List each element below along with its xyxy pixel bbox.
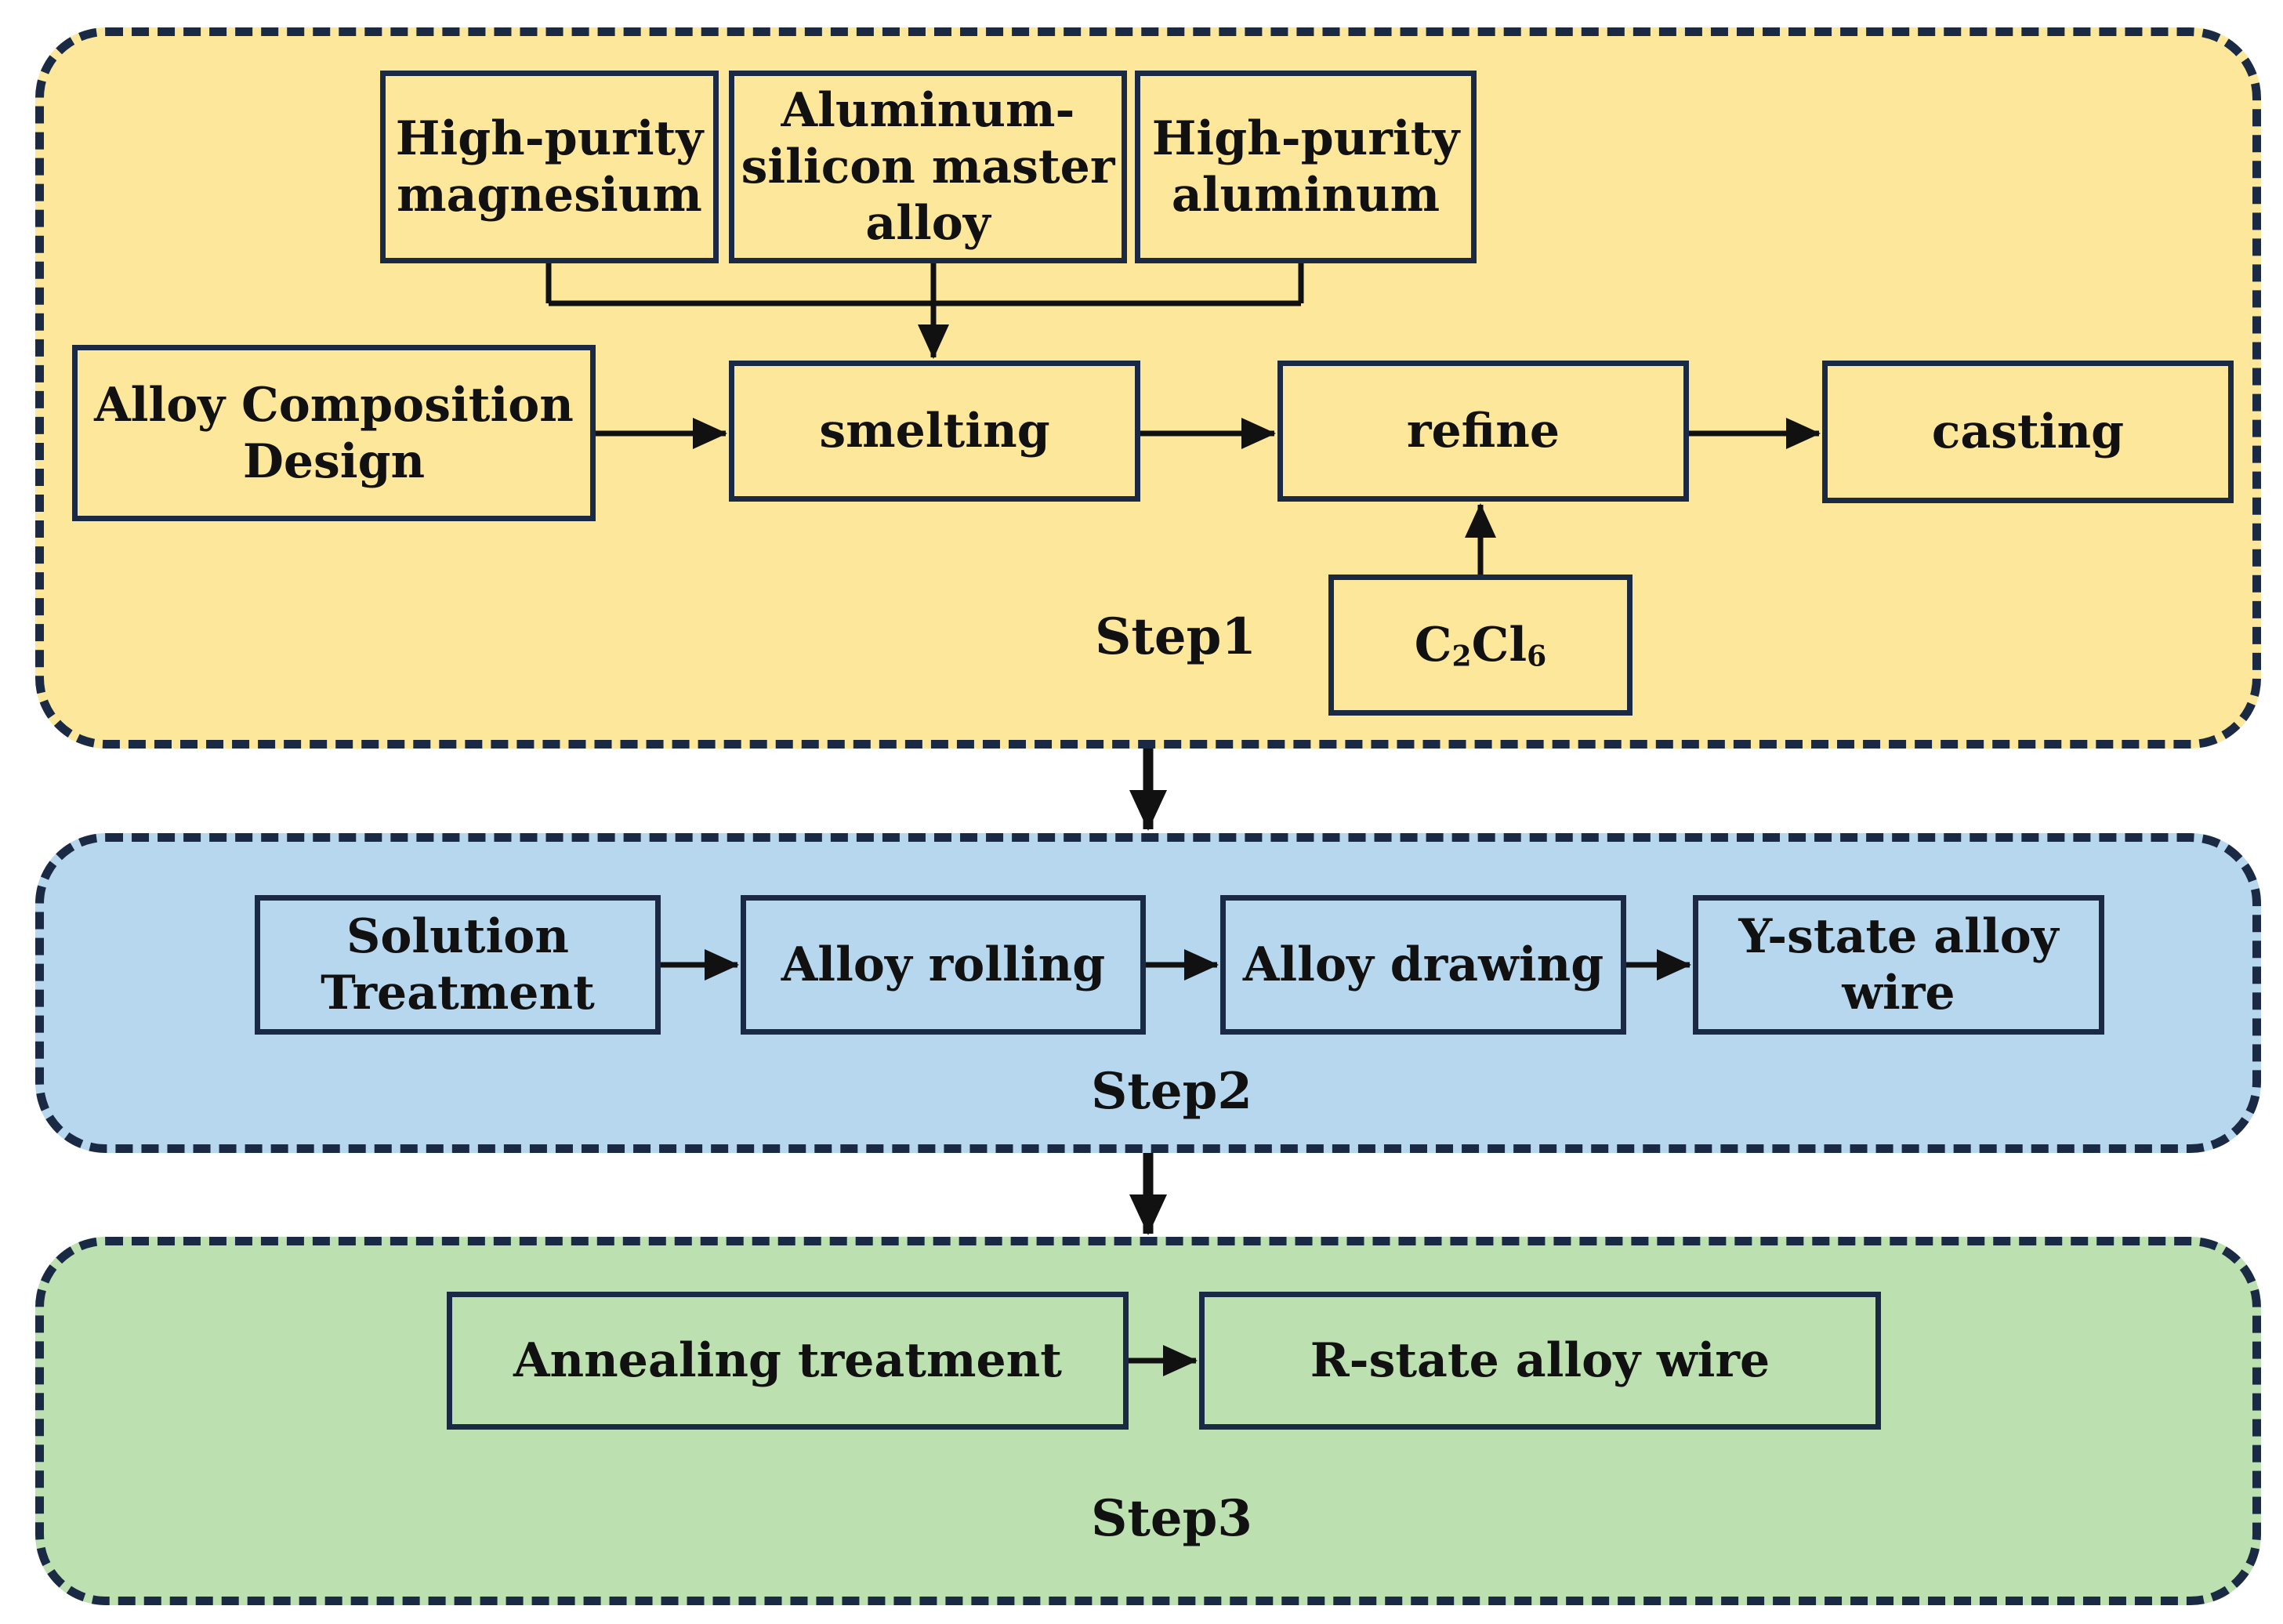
design-box: Alloy Composition Design: [72, 345, 596, 521]
input-box-aluminum: High-purity aluminum: [1135, 71, 1477, 263]
refine-box: refine: [1277, 361, 1689, 502]
smelting-label: smelting: [819, 404, 1050, 459]
input-label-magnesium: High-purity magnesium: [395, 111, 704, 223]
casting-label: casting: [1931, 404, 2125, 459]
annealing-treatment-label: Annealing treatment: [513, 1333, 1062, 1388]
solution-treatment-box: Solution Treatment: [255, 895, 661, 1035]
solution-treatment-label: Solution Treatment: [321, 909, 595, 1020]
alloy-rolling-label: Alloy rolling: [781, 937, 1106, 992]
step2-region: [35, 833, 2261, 1153]
input-label-al-si-master-alloy: Aluminum-silicon master alloy: [741, 83, 1115, 251]
step1-label: Step1: [1095, 607, 1256, 666]
step2-label: Step2: [1091, 1062, 1252, 1121]
y-state-wire-box: Y-state alloy wire: [1693, 895, 2104, 1035]
refine-label: refine: [1406, 404, 1560, 459]
input-box-al-si-master-alloy: Aluminum-silicon master alloy: [729, 71, 1127, 263]
smelting-box: smelting: [729, 361, 1140, 502]
r-state-wire-label: R-state alloy wire: [1310, 1333, 1770, 1388]
input-label-aluminum: High-purity aluminum: [1151, 111, 1460, 223]
input-box-magnesium: High-purity magnesium: [380, 71, 719, 263]
alloy-drawing-box: Alloy drawing: [1220, 895, 1626, 1035]
step1-region: [35, 27, 2261, 749]
y-state-wire-label: Y-state alloy wire: [1738, 909, 2059, 1020]
r-state-wire-box: R-state alloy wire: [1199, 1292, 1881, 1430]
alloy-drawing-label: Alloy drawing: [1242, 937, 1604, 992]
alloy-rolling-box: Alloy rolling: [741, 895, 1146, 1035]
casting-box: casting: [1822, 361, 2234, 503]
refining-agent-box: C2Cl6: [1328, 575, 1633, 716]
step3-label: Step3: [1091, 1489, 1252, 1548]
step3-region: [35, 1237, 2261, 1605]
annealing-treatment-box: Annealing treatment: [447, 1292, 1129, 1430]
refining-agent-label: C2Cl6: [1414, 617, 1547, 673]
design-label: Alloy Composition Design: [94, 377, 574, 489]
